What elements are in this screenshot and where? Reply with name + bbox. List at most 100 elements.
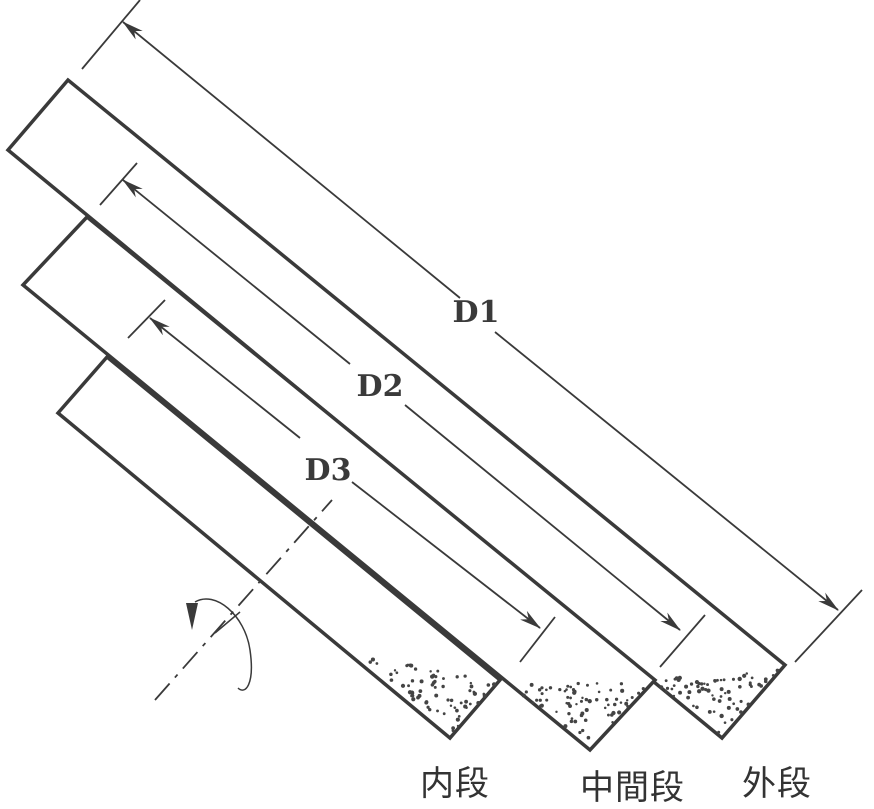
stipple-dot: [555, 710, 558, 714]
stipple-dot: [576, 681, 580, 686]
stipple-dot: [619, 701, 623, 704]
outer-stage: [5, 77, 788, 741]
stipple-dot: [459, 701, 463, 705]
stipple-dot: [727, 696, 732, 701]
stipple-dot: [674, 676, 679, 680]
stipple-dot: [670, 687, 674, 691]
stipple-dot: [434, 693, 439, 698]
stipple-dot: [418, 689, 423, 693]
stipple-dot: [368, 660, 372, 664]
d1-extension-end: [794, 589, 863, 663]
stipple-dot: [699, 682, 704, 686]
stipple-dot: [409, 663, 414, 668]
stipple-dot: [581, 728, 585, 733]
d3-arrow-b: [351, 481, 541, 629]
stipple-dot: [570, 717, 574, 720]
stipple-dot: [455, 717, 460, 722]
stipple-dot: [665, 686, 670, 690]
d3-arrow-a: [149, 317, 301, 439]
stipple-dot: [687, 690, 691, 694]
middle-stage: [20, 214, 658, 753]
stipple-dot: [416, 695, 420, 700]
d3-extension-start: [127, 299, 166, 339]
stipple-dot: [677, 675, 682, 681]
stipple-dot: [739, 710, 743, 714]
stipple-dot: [524, 690, 528, 694]
stipple-dot: [453, 706, 457, 710]
stipple-dot: [535, 698, 539, 702]
stipple-dot: [678, 690, 682, 695]
stipple-dot: [692, 704, 695, 708]
stipple-dot: [370, 657, 376, 662]
stipple-dot: [614, 697, 619, 701]
stipple-dot: [411, 697, 416, 702]
stipple-dot: [449, 704, 453, 707]
stipple-dot: [393, 669, 397, 672]
stipple-dot: [603, 706, 607, 710]
stipple-dot: [581, 696, 584, 700]
d1-arrow-b: [494, 331, 839, 611]
stipple-dot: [707, 710, 712, 714]
stipple-dot: [742, 673, 747, 678]
stipple-dot: [579, 699, 583, 703]
stipple-dot: [446, 698, 450, 702]
stipple-dot: [617, 710, 622, 715]
stipple-dot: [630, 695, 634, 699]
stipple-dot: [587, 698, 592, 704]
stipple-dot: [540, 692, 544, 696]
stipple-dot: [611, 721, 614, 724]
stipple-dot: [706, 683, 709, 687]
stipple-dot: [389, 678, 394, 682]
stipple-dot: [429, 670, 432, 673]
stipple-dot: [750, 676, 754, 680]
stipple-dot: [521, 693, 526, 698]
stipple-dot: [726, 689, 731, 694]
stipple-dot: [697, 681, 701, 686]
stipple-dot: [585, 683, 589, 687]
stipple-dot: [407, 690, 413, 695]
stipple-dot: [428, 707, 432, 712]
stipple-dot: [451, 729, 455, 733]
stipple-dot: [426, 705, 430, 709]
stipple-dot: [619, 682, 624, 686]
stipple-dot: [566, 695, 570, 699]
stipple-dot: [620, 688, 625, 693]
stipple-dot: [637, 691, 641, 695]
stipple-dot: [407, 684, 410, 688]
stipple-dot: [607, 703, 610, 707]
stipple-dot: [468, 702, 472, 706]
stipple-dot: [717, 730, 721, 734]
stipple-dot: [584, 697, 589, 702]
stipple-dot: [763, 677, 768, 682]
material-stipple: [368, 657, 780, 740]
stipple-dot: [548, 686, 553, 690]
d3-label: D3: [305, 453, 352, 488]
stipple-dot: [482, 693, 487, 698]
stipple-dot: [745, 672, 749, 675]
stipple-dot: [777, 668, 780, 672]
stipple-dot: [689, 682, 694, 686]
stipple-dot: [413, 667, 418, 671]
stipple-dot: [626, 704, 630, 708]
d3-extension-end: [519, 616, 556, 663]
stipple-dot: [732, 702, 736, 706]
d2-extension-start: [99, 162, 138, 206]
rotation-arrowhead-icon: [186, 603, 198, 630]
stipple-dot: [558, 688, 562, 692]
stipple-dot: [436, 669, 440, 673]
stipple-dot: [700, 686, 705, 691]
stipple-dot: [563, 724, 568, 729]
stipple-dot: [597, 690, 601, 694]
stipple-dot: [717, 699, 722, 703]
stipple-dot: [672, 694, 676, 698]
stipple-dot: [696, 689, 702, 694]
d2-label: D2: [357, 369, 404, 404]
stipple-dot: [469, 684, 474, 689]
stipple-dot: [713, 679, 717, 683]
stipple-dot: [578, 730, 582, 735]
stipple-dot: [411, 694, 415, 698]
d2-arrow-b: [404, 404, 681, 631]
stipple-dot: [624, 701, 629, 706]
stipple-dot: [424, 700, 429, 705]
stipple-dot: [569, 696, 572, 700]
